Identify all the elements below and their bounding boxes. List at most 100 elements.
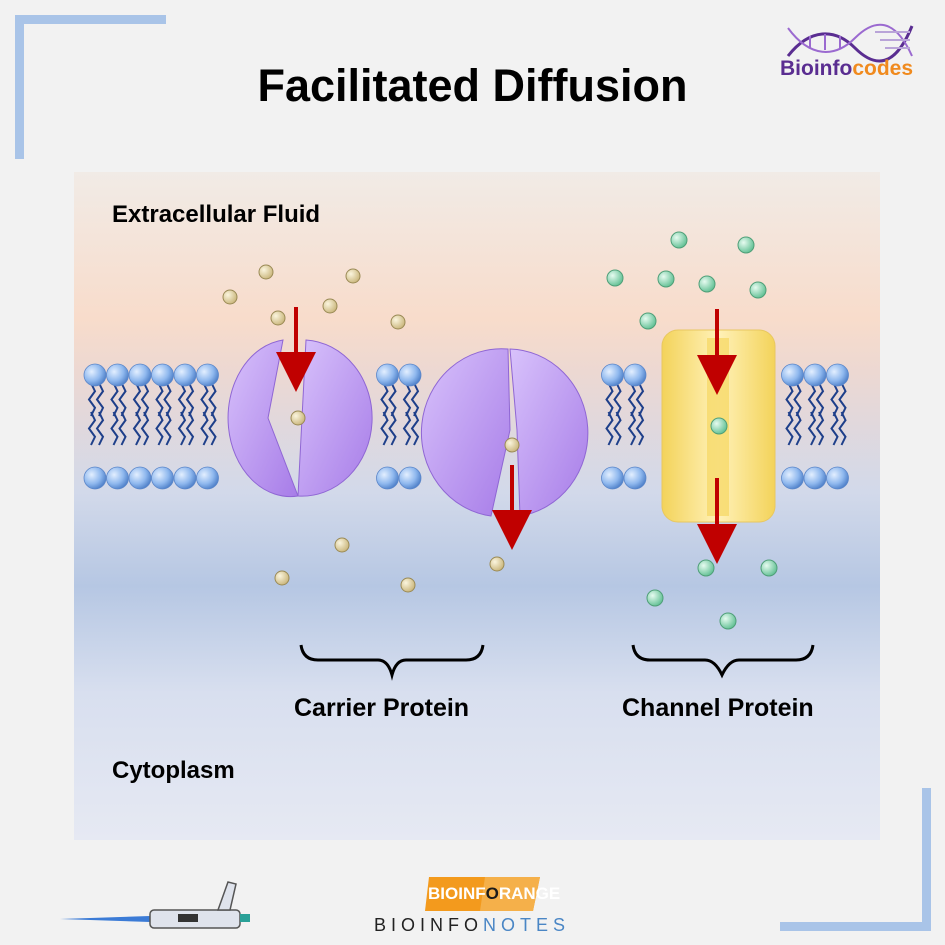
carrier-brace: [299, 644, 485, 681]
lipid-head: [151, 363, 174, 387]
lipid-tail: [815, 382, 825, 417]
ion-molecule: [749, 281, 767, 299]
phospholipid-bilayer: [83, 363, 849, 490]
lipid-head: [128, 466, 152, 490]
solute-molecule: [290, 410, 306, 426]
brand-name: Bioinfocodes: [780, 57, 913, 81]
bioinfonotes-label: BIOINFONOTES: [374, 915, 570, 936]
lipid-head: [803, 466, 827, 490]
lipid-head: [623, 363, 647, 387]
channel-ions: [606, 231, 778, 630]
lipid-tail: [177, 411, 187, 446]
lipid-tail: [155, 411, 164, 446]
carrier-protein-open-inside: [420, 348, 589, 517]
solute-molecule: [270, 310, 286, 326]
solute-molecule: [400, 577, 416, 593]
lipid-head: [803, 363, 827, 387]
lipid-tail: [807, 382, 817, 417]
lipid-tail: [140, 382, 150, 417]
page-title: Facilitated Diffusion: [257, 60, 688, 111]
ion-molecule: [719, 612, 737, 630]
frame-corner-top-left-vertical: [15, 15, 24, 159]
lipid-tail: [163, 382, 172, 417]
ion-molecule: [670, 231, 688, 249]
lipid-head: [376, 363, 399, 387]
lipid-tail: [605, 411, 614, 446]
lipid-tail: [785, 382, 794, 417]
lipid-tail: [87, 382, 97, 417]
frame-corner-bottom-right-vertical: [922, 788, 931, 931]
lipid-tail: [118, 411, 127, 446]
lipid-tail: [635, 382, 645, 417]
lipid-tail: [155, 382, 164, 417]
lipid-tail: [110, 382, 119, 417]
lipid-head: [173, 466, 197, 490]
bioinforange-logo-icon: [425, 877, 540, 911]
lipid-head: [781, 466, 804, 490]
lipid-tail: [95, 382, 105, 417]
lipid-tail: [95, 411, 105, 446]
solute-molecule: [322, 298, 338, 314]
lipid-head: [196, 363, 219, 387]
lipid-tail: [200, 411, 209, 446]
lipid-head: [106, 466, 129, 490]
ion-molecule: [657, 270, 675, 288]
footer-logo-o: O: [485, 884, 499, 903]
ion-molecule: [710, 417, 728, 435]
dna-logo-icon: [786, 23, 914, 63]
lipid-tail: [793, 382, 802, 417]
carrier-protein-open-outside: [227, 339, 373, 498]
lipid-head: [601, 466, 624, 490]
lipid-head: [781, 363, 804, 387]
footer-notes-part2: NOTES: [483, 915, 571, 935]
ion-molecule: [639, 312, 657, 330]
solute-molecule: [345, 268, 361, 284]
lipid-head: [376, 466, 399, 490]
cytoplasm-label: Cytoplasm: [112, 757, 235, 784]
lipid-head: [83, 363, 107, 387]
channel-protein-label: Channel Protein: [622, 694, 814, 722]
frame-corner-top-left-horizontal: [15, 15, 166, 24]
lipid-tail: [402, 411, 412, 446]
lipid-tail: [785, 411, 794, 446]
lipid-head: [826, 363, 849, 387]
lipid-head: [623, 466, 647, 490]
lipid-head: [173, 363, 197, 387]
lipid-tail: [627, 411, 637, 446]
lipid-tail: [380, 382, 389, 417]
carrier-protein-label: Carrier Protein: [294, 694, 470, 722]
lipid-tail: [815, 411, 825, 446]
ion-molecule: [606, 269, 624, 287]
lipid-tail: [87, 411, 97, 446]
lipid-tail: [208, 382, 217, 417]
solute-molecule: [390, 314, 406, 330]
lipid-tail: [807, 411, 817, 446]
lipid-head: [196, 466, 219, 490]
lipid-tail: [140, 411, 150, 446]
pipette-icon: [60, 881, 250, 929]
ion-molecule: [646, 589, 664, 607]
lipid-tail: [177, 382, 187, 417]
brand-name-part2: codes: [852, 57, 914, 80]
extracellular-fluid-label: Extracellular Fluid: [112, 201, 321, 228]
lipid-tail: [605, 382, 614, 417]
channel-brace: [631, 644, 815, 679]
solute-molecule: [334, 537, 350, 553]
ion-molecule: [737, 236, 755, 254]
solute-molecule: [504, 437, 520, 453]
lipid-tail: [402, 382, 412, 417]
lipid-head: [106, 363, 129, 387]
lipid-tail: [613, 411, 622, 446]
solute-molecule: [274, 570, 290, 586]
lipid-tail: [110, 411, 119, 446]
solute-molecule: [489, 556, 505, 572]
solute-molecule: [258, 264, 274, 280]
lipid-tail: [635, 411, 645, 446]
footer-logo-part2: RANGE: [498, 884, 561, 903]
lipid-head: [826, 466, 849, 490]
lipid-head: [128, 363, 152, 387]
ion-molecule: [698, 275, 716, 293]
lipid-tail: [830, 411, 839, 446]
lipid-head: [83, 466, 107, 490]
